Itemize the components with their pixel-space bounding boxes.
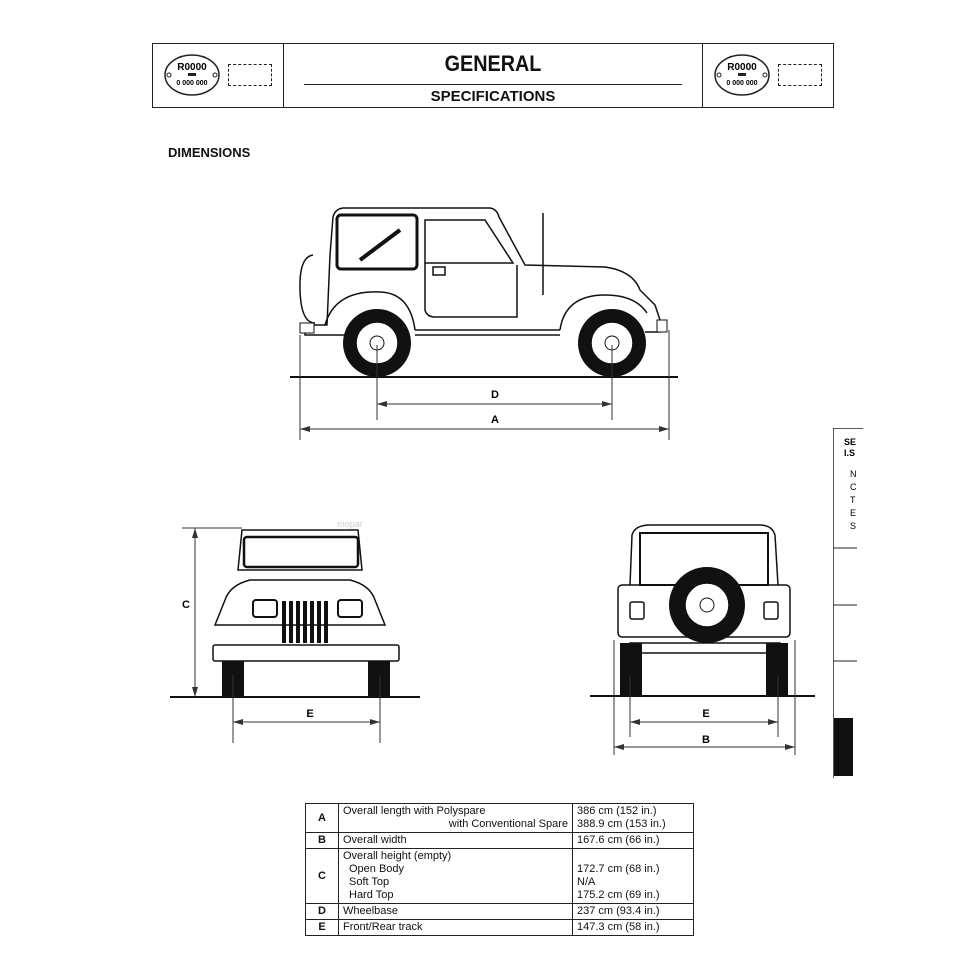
front-view-diagram: C E mopar <box>170 519 420 743</box>
dimension-label-b: B <box>702 734 710 746</box>
row-description: Front/Rear track <box>338 919 573 936</box>
dimension-label-d: D <box>491 389 499 401</box>
row-key: C <box>305 848 339 904</box>
row-key: E <box>305 919 339 936</box>
row-value: 237 cm (93.4 in.) <box>572 903 694 920</box>
side-view-diagram: D A <box>290 207 678 440</box>
watermark: mopar <box>337 519 363 529</box>
svg-text:R0000: R0000 <box>177 62 207 73</box>
row-value: 167.6 cm (66 in.) <box>572 832 694 849</box>
svg-text:C: C <box>850 482 857 492</box>
section-title: DIMENSIONS <box>168 145 251 160</box>
page-header: R0000 0 000 000 GENERAL SPECIFICATIONS R… <box>152 43 834 108</box>
adjacent-page-fragment: SE I.S N C T E S <box>832 427 863 778</box>
svg-text:0 000 000: 0 000 000 <box>176 80 207 87</box>
row-value: 147.3 cm (58 in.) <box>572 919 694 936</box>
svg-text:E: E <box>850 508 856 518</box>
row-value: 386 cm (152 in.) 388.9 cm (153 in.) <box>572 803 694 833</box>
table-row: C Overall height (empty) Open Body Soft … <box>305 848 694 904</box>
row-key: B <box>305 832 339 849</box>
dimension-label-a: A <box>491 414 499 426</box>
header-placeholder-box <box>228 64 272 86</box>
row-description: Overall length with Polyspare with Conve… <box>338 803 573 833</box>
logo-badge-icon: R0000 0 000 000 <box>714 54 770 96</box>
svg-text:S: S <box>850 521 856 531</box>
dimension-label-c: C <box>182 599 190 611</box>
front-wheel <box>578 309 646 377</box>
row-key: A <box>305 803 339 833</box>
row-description: Overall width <box>338 832 573 849</box>
dimension-label-e: E <box>306 708 313 720</box>
rear-view-diagram: E B <box>590 524 815 755</box>
svg-text:0 000 000: 0 000 000 <box>726 80 757 87</box>
header-logo-right: R0000 0 000 000 <box>702 44 833 107</box>
row-description: Wheelbase <box>338 903 573 920</box>
svg-text:T: T <box>850 495 856 505</box>
logo-badge-icon: R0000 0 000 000 <box>164 54 220 96</box>
table-row: E Front/Rear track 147.3 cm (58 in.) <box>305 919 694 936</box>
dimension-label-e: E <box>702 708 709 720</box>
row-value: 172.7 cm (68 in.) N/A 175.2 cm (69 in.) <box>572 848 694 904</box>
row-key: D <box>305 903 339 920</box>
table-row: D Wheelbase 237 cm (93.4 in.) <box>305 903 694 920</box>
page-title: GENERAL <box>304 44 682 85</box>
table-row: A Overall length with Polyspare with Con… <box>305 803 694 833</box>
table-row: B Overall width 167.6 cm (66 in.) <box>305 832 694 849</box>
svg-text:SE: SE <box>844 437 856 447</box>
svg-text:I.S: I.S <box>844 448 855 458</box>
dimensions-table: A Overall length with Polyspare with Con… <box>305 803 694 936</box>
row-description: Overall height (empty) Open Body Soft To… <box>338 848 573 904</box>
header-placeholder-box <box>778 64 822 86</box>
svg-text:R0000: R0000 <box>727 62 757 73</box>
svg-text:N: N <box>850 469 857 479</box>
header-logo-left: R0000 0 000 000 <box>153 44 284 107</box>
page-subtitle: SPECIFICATIONS <box>430 88 556 105</box>
